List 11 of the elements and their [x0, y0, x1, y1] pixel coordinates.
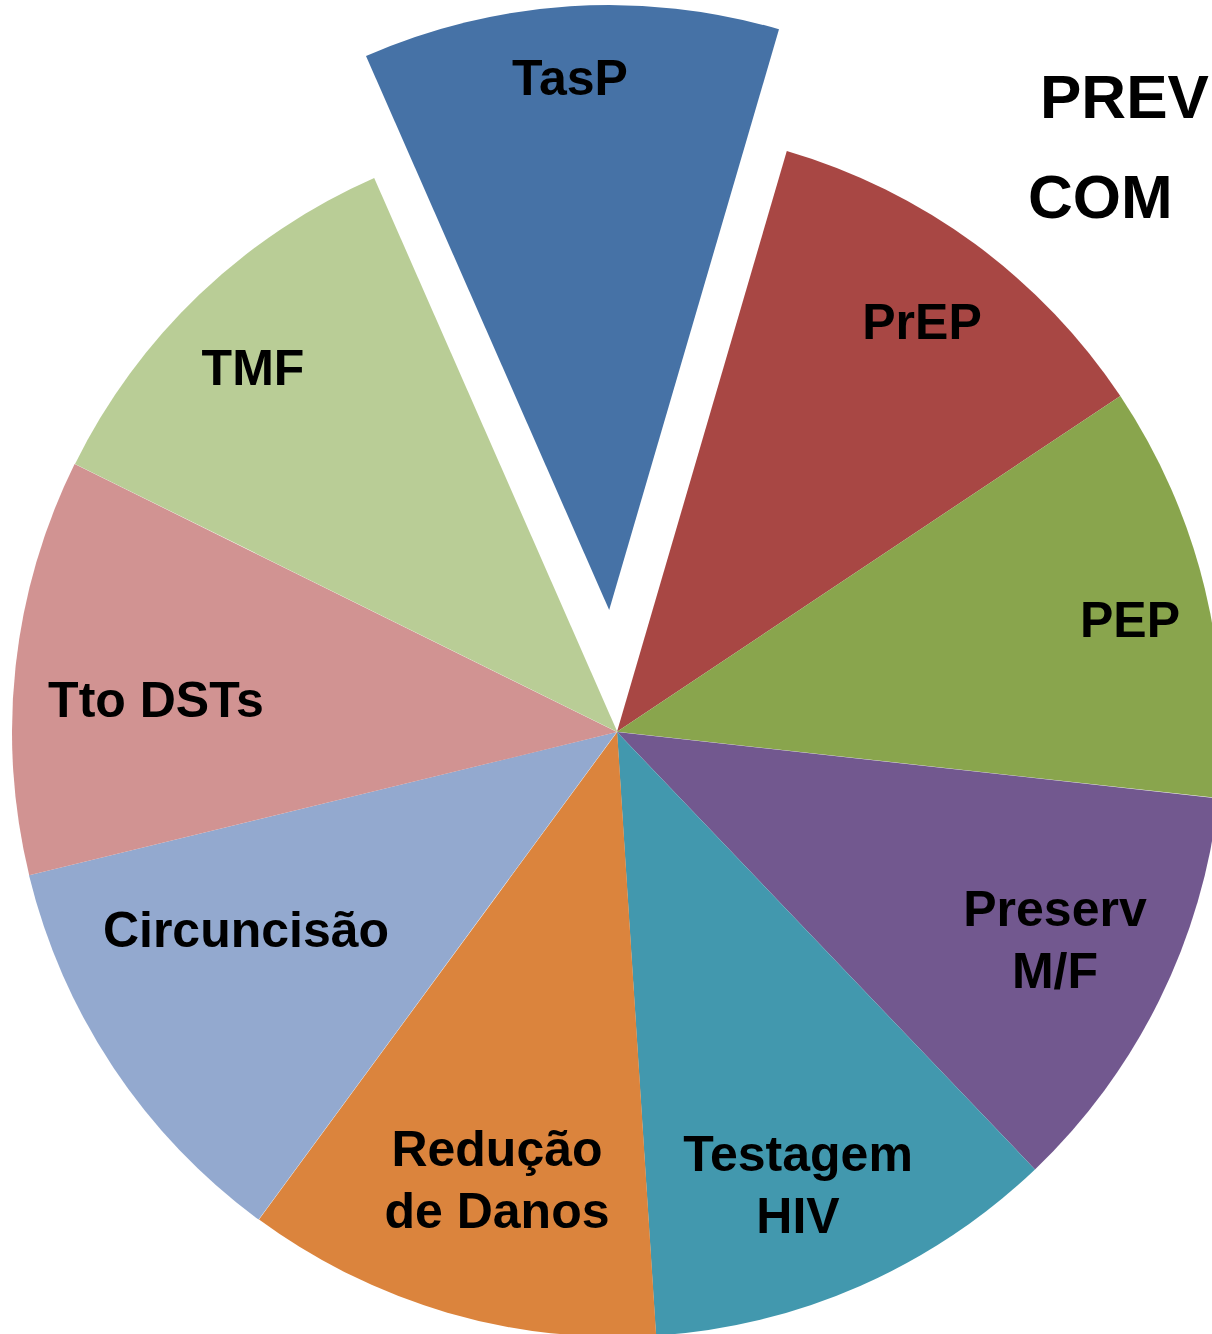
slice-label: Circuncisão	[102, 901, 390, 960]
slice-label: Testagem HIV	[682, 1125, 914, 1246]
slice-label: TasP	[512, 49, 628, 108]
slice-label: PrEP	[862, 293, 982, 352]
slice-label: Preserv M/F	[962, 880, 1148, 1001]
heading-text: COM	[1028, 162, 1173, 232]
slice-label: TMF	[201, 339, 305, 398]
heading-text: PREV	[1040, 62, 1209, 132]
slice-label: Redução de Danos	[383, 1120, 611, 1241]
slice-label: PEP	[1079, 591, 1181, 650]
slice-label: Tto DSTs	[48, 671, 264, 730]
